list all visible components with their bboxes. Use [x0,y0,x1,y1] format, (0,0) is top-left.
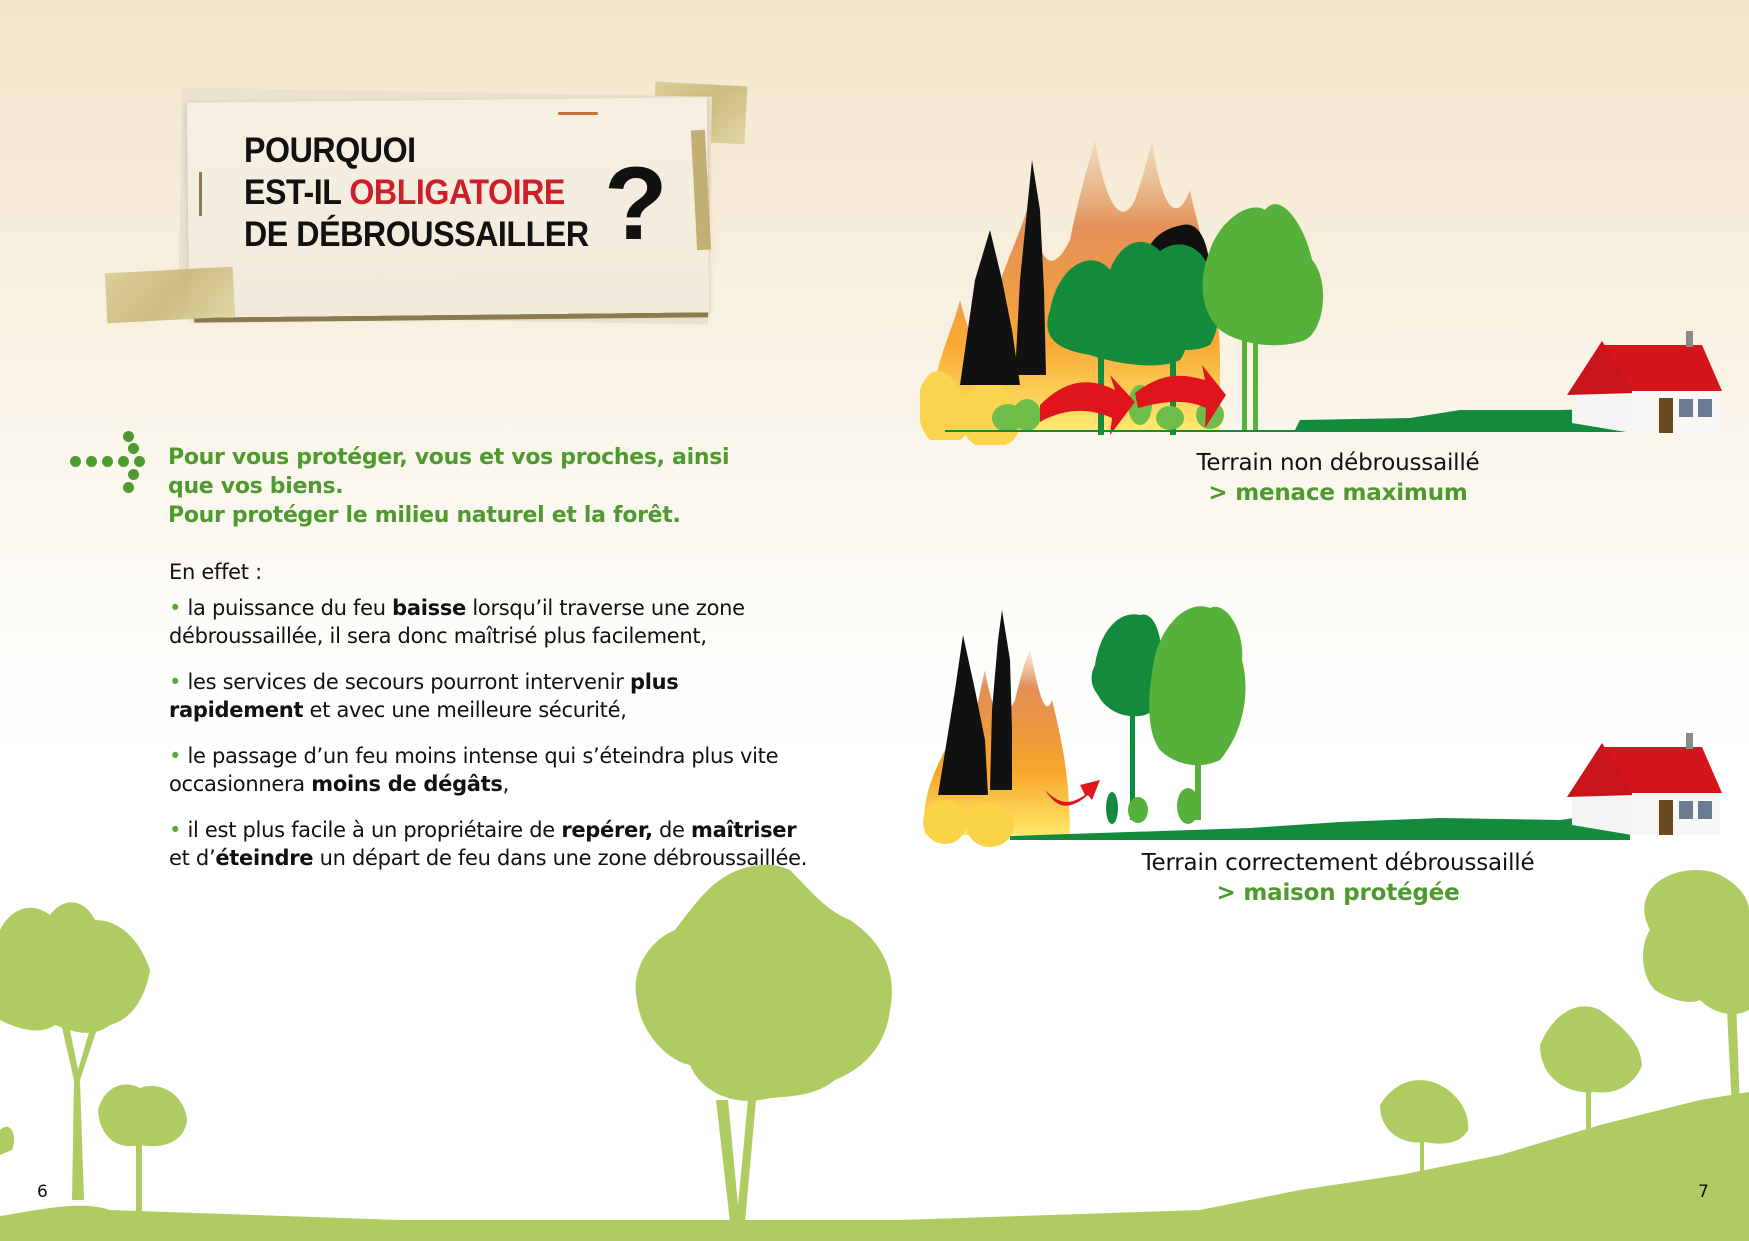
tree-silhouette-icon [98,1084,187,1220]
page-number-right: 7 [1698,1182,1709,1202]
ground-strip [945,408,1630,432]
burnt-tree-icon [990,610,1012,790]
tree-silhouette-icon [0,902,150,1200]
bullet-icon: • [169,744,182,768]
burnt-tree-icon [1015,160,1046,375]
page-title: POURQUOI EST-IL OBLIGATOIRE DE DÉBROUSSA… [244,130,589,256]
caption-highlight: > menace maximum [1208,480,1468,506]
caption-text: Terrain correctement débroussaillé [1141,850,1535,876]
intro-line-1: Pour vous protéger, vous et vos proches,… [168,445,730,470]
staple-top [558,112,598,115]
body-text: En effet : • la puissance du feu baisse … [169,558,819,890]
illustration-cleared-land [923,606,1722,847]
landscape-silhouette [0,864,1749,1241]
caption-highlight: > maison protégée [1216,880,1460,906]
bullet-icon: • [169,818,182,842]
bullet-icon: • [169,670,182,694]
title-line-3: DE DÉBROUSSAILLER [244,215,589,254]
bullet-item: • le passage d’un feu moins intense qui … [169,744,779,796]
intro-line-3: Pour protéger le milieu naturel et la fo… [168,503,681,528]
fire-spread-arrow-icon [1045,780,1100,806]
bullet-item: • la puissance du feu baisse lorsqu’il t… [169,596,745,648]
intro-line-2: que vos biens. [168,474,344,499]
fire-spread-arrow-icon [1040,375,1135,435]
burnt-tree-icon [938,635,988,795]
staple-left [199,172,202,216]
caption-uncleared: Terrain non débroussaillé > menace maxim… [1078,448,1598,508]
dark-green-tree-icon [1047,241,1220,435]
page-number-left: 6 [37,1182,48,1202]
tree-silhouette-icon [635,864,892,1222]
dark-green-tree-icon [1091,614,1165,824]
ground-strip [1010,810,1630,840]
intro-text: Pour vous protéger, vous et vos proches,… [168,443,768,530]
question-mark: ? [604,146,668,262]
tree-silhouette-icon [1380,1080,1469,1185]
bullet-item: • les services de secours pourront inter… [169,670,679,722]
burnt-tree-icon [960,230,1020,385]
light-green-tree-icon [1128,606,1246,824]
dotted-arrow-icon [70,428,154,498]
house-icon [1567,733,1722,835]
title-line-1: POURQUOI [244,131,416,170]
illustration-uncleared-land [920,140,1722,445]
light-green-tree-icon [1202,204,1324,430]
title-line-2: EST-IL OBLIGATOIRE [244,172,589,214]
title-line-2-prefix: EST-IL [244,173,350,212]
house-icon [1567,331,1722,433]
caption-cleared: Terrain correctement débroussaillé > mai… [1078,848,1598,908]
body-lead: En effet : [169,560,262,584]
title-highlight: OBLIGATOIRE [349,173,565,212]
bullet-item: • il est plus facile à un propriétaire d… [169,818,808,870]
bullet-icon: • [169,596,182,620]
caption-text: Terrain non débroussaillé [1196,450,1480,476]
tape-bottom-left [104,266,236,324]
fire-spread-arrow-icon [1135,365,1226,428]
tree-silhouette-icon [1540,1006,1642,1155]
tree-silhouette-icon [1643,870,1749,1110]
